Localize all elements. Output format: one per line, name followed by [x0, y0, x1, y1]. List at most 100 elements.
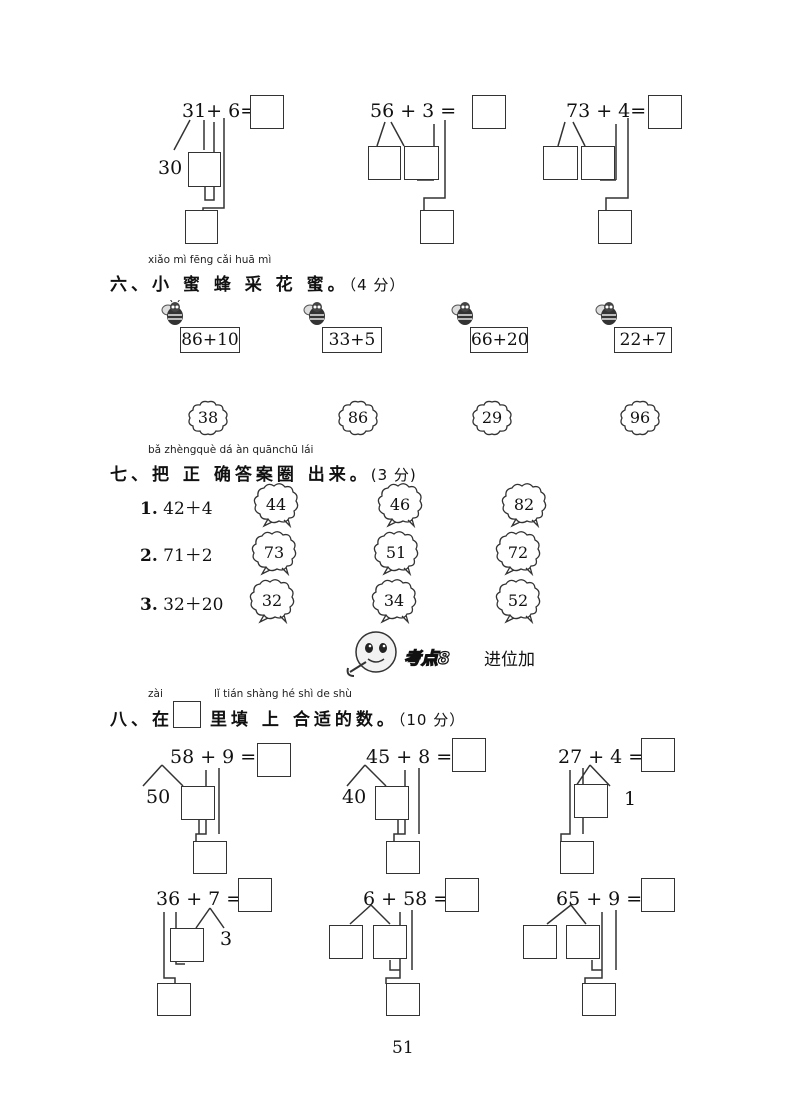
answer-box[interactable]	[257, 743, 291, 777]
section7-title: 七、把 正 确答案圈 出来。(3 分)	[110, 460, 417, 485]
result-box[interactable]	[582, 983, 616, 1016]
split-box[interactable]	[170, 928, 204, 962]
section7-pinyin: bǎ zhèngquè dá àn quānchū lái	[148, 444, 314, 456]
answer-box[interactable]	[452, 738, 486, 772]
bee-icon	[303, 302, 325, 325]
section6-pinyin: xiǎo mì fēng cǎi huā mì	[148, 254, 272, 266]
result-box[interactable]	[598, 210, 632, 244]
option-value: 34	[383, 591, 405, 610]
answer-box[interactable]	[472, 95, 506, 129]
answer-option[interactable]: 34	[370, 578, 418, 624]
option-value: 73	[263, 543, 285, 562]
answer-box[interactable]	[238, 878, 272, 912]
section6-title: 六、小 蜜 蜂 采 花 蜜。（4 分）	[110, 270, 405, 295]
section7-score: (3 分)	[370, 466, 417, 484]
flower-value: 86	[347, 408, 369, 427]
split-box[interactable]	[543, 146, 578, 180]
flower-value: 96	[629, 408, 651, 427]
flower-86[interactable]: 86	[336, 400, 380, 436]
flower-value: 38	[197, 408, 219, 427]
cloud-flower-icon	[371, 579, 417, 624]
option-value: 82	[513, 495, 535, 514]
option-value: 72	[507, 543, 529, 562]
expression-card[interactable]: 66+20	[470, 327, 529, 353]
split-box[interactable]	[404, 146, 439, 180]
result-box[interactable]	[193, 841, 227, 874]
section8-pinyin: lǐ tián shàng hé shì de shù	[214, 688, 352, 700]
flower-29[interactable]: 29	[470, 400, 514, 436]
bee-icon	[451, 302, 473, 325]
section8-title-rest: 里填 上 合适的数。	[210, 710, 398, 730]
split-box[interactable]	[581, 146, 615, 180]
result-box[interactable]	[420, 210, 454, 244]
cloud-flower-icon	[251, 531, 297, 576]
question-label: 3. 32＋20	[140, 590, 223, 615]
point-label: 考点8	[403, 648, 450, 669]
equation: 36 + 7 =	[156, 888, 243, 910]
expression-card[interactable]: 22+7	[614, 327, 672, 353]
answer-box[interactable]	[250, 95, 284, 129]
smiley-mascot-icon	[346, 631, 397, 677]
split-box[interactable]	[566, 925, 600, 959]
option-value: 46	[389, 495, 411, 514]
flower-icon	[620, 400, 660, 436]
cloud-flower-icon	[495, 579, 541, 624]
expression-card[interactable]: 86+10	[180, 327, 240, 353]
equation: 56 + 3 =	[370, 100, 457, 122]
result-box[interactable]	[185, 210, 218, 244]
split-box[interactable]	[373, 925, 407, 959]
question-label: 2. 71＋2	[140, 541, 213, 566]
split-value: 40	[342, 786, 367, 808]
answer-option[interactable]: 52	[494, 578, 542, 624]
equation: 6 + 58 =	[363, 888, 450, 910]
section6-score: （4 分）	[348, 276, 406, 294]
question-label: 1. 42＋4	[140, 494, 213, 519]
split-value: 3	[220, 928, 233, 950]
split-box[interactable]	[181, 786, 215, 820]
question-number: 3.	[140, 595, 158, 615]
flower-96[interactable]: 96	[618, 400, 662, 436]
option-value: 44	[265, 495, 287, 514]
example-box	[173, 701, 201, 728]
answer-option[interactable]: 44	[252, 482, 300, 528]
bee-icon	[161, 300, 183, 325]
equation: 45 + 8 =	[366, 746, 453, 768]
answer-box[interactable]	[648, 95, 682, 129]
answer-option[interactable]: 32	[248, 578, 296, 624]
equation: 31+ 6=	[182, 100, 257, 122]
result-box[interactable]	[157, 983, 191, 1016]
split-box[interactable]	[368, 146, 401, 180]
result-box[interactable]	[386, 983, 420, 1016]
split-box[interactable]	[574, 784, 608, 818]
expression-card[interactable]: 33+5	[322, 327, 382, 353]
answer-option[interactable]: 73	[250, 530, 298, 576]
section8-title: 八、在	[110, 705, 173, 730]
flower-38[interactable]: 38	[186, 400, 230, 436]
answer-box[interactable]	[445, 878, 479, 912]
answer-box[interactable]	[641, 878, 675, 912]
flower-value: 29	[481, 408, 503, 427]
split-value: 30	[158, 157, 183, 179]
section6-title-text: 六、小 蜜 蜂 采 花 蜜。	[110, 275, 349, 295]
result-box[interactable]	[386, 841, 420, 874]
split-value: 1	[624, 788, 637, 810]
split-box[interactable]	[188, 152, 221, 187]
answer-option[interactable]: 51	[372, 530, 420, 576]
question-number: 2.	[140, 546, 158, 566]
answer-option[interactable]: 82	[500, 482, 548, 528]
flower-icon	[338, 400, 378, 436]
flower-icon	[472, 400, 512, 436]
equation: 65 + 9 =	[556, 888, 643, 910]
answer-option[interactable]: 72	[494, 530, 542, 576]
answer-option[interactable]: 46	[376, 482, 424, 528]
split-value: 50	[146, 786, 171, 808]
equation: 27 + 4 =	[558, 746, 645, 768]
split-box[interactable]	[523, 925, 557, 959]
split-box[interactable]	[329, 925, 363, 959]
cloud-flower-icon	[495, 531, 541, 576]
answer-box[interactable]	[641, 738, 675, 772]
split-box[interactable]	[375, 786, 409, 820]
result-box[interactable]	[560, 841, 594, 874]
option-value: 32	[261, 591, 283, 610]
